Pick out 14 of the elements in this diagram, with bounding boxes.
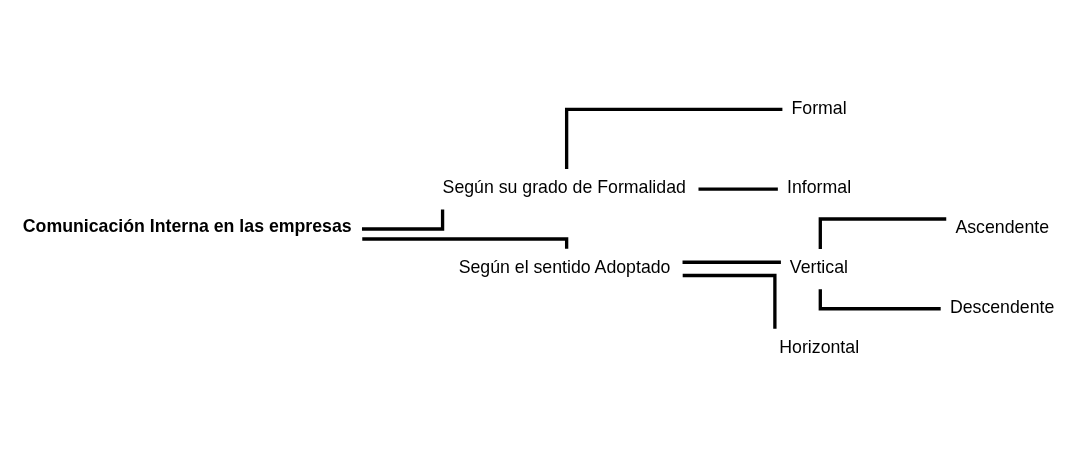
connector <box>565 107 783 169</box>
node-text: Ascendente <box>955 216 1050 237</box>
node-text: Según su grado de Formalidad <box>442 176 686 197</box>
node-text: Según el sentido Adoptado <box>458 256 671 277</box>
connector <box>818 216 947 249</box>
node-text: Descendente <box>949 296 1055 317</box>
connector <box>682 273 777 329</box>
node-text: Horizontal <box>779 336 860 357</box>
node-text: Vertical <box>789 256 848 277</box>
connector <box>698 186 778 191</box>
node-text: Informal <box>787 176 852 197</box>
connector <box>682 260 781 264</box>
node-text: Formal <box>791 97 847 118</box>
node-text: Comunicación Interna en las empresas <box>22 215 352 236</box>
